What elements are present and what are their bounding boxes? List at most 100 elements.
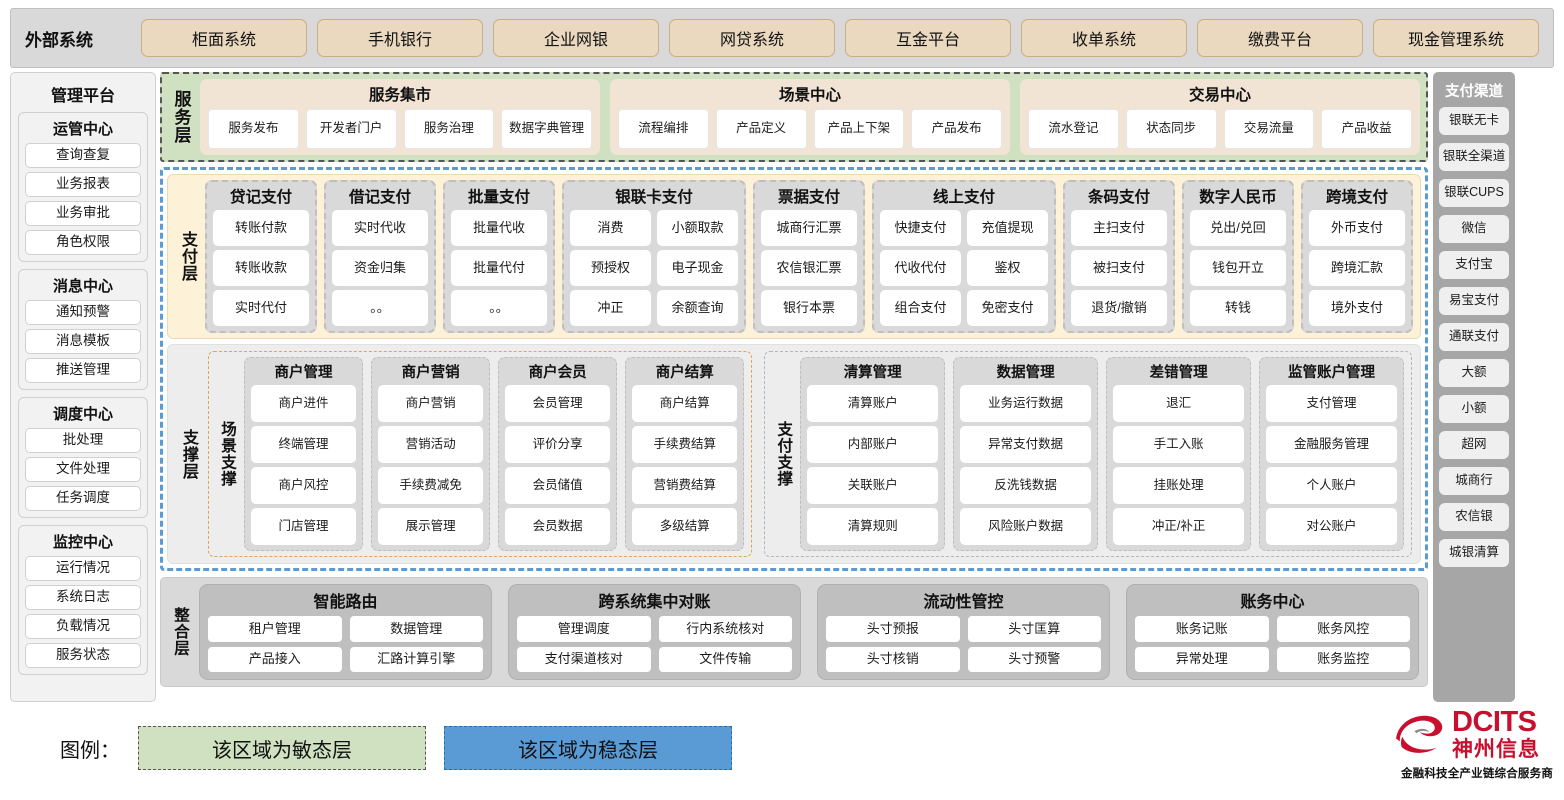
external-system-chip[interactable]: 缴费平台 xyxy=(1197,19,1363,57)
payment-item[interactable]: 余额查询 xyxy=(657,290,738,326)
payment-item[interactable]: 农信银汇票 xyxy=(761,250,857,286)
support-item[interactable]: 终端管理 xyxy=(251,426,357,463)
integration-item[interactable]: 头寸匡算 xyxy=(967,616,1101,642)
support-item[interactable]: 反洗钱数据 xyxy=(960,467,1092,504)
payment-item[interactable]: 。。 xyxy=(332,290,428,326)
integration-item[interactable]: 头寸预报 xyxy=(826,616,960,642)
integration-item[interactable]: 异常处理 xyxy=(1135,646,1269,672)
admin-menu-item[interactable]: 业务报表 xyxy=(25,172,141,197)
payment-item[interactable]: 被扫支付 xyxy=(1071,250,1167,286)
support-item[interactable]: 营销活动 xyxy=(378,426,484,463)
admin-menu-item[interactable]: 消息模板 xyxy=(25,329,141,354)
admin-menu-item[interactable]: 通知预警 xyxy=(25,300,141,325)
payment-item[interactable]: 资金归集 xyxy=(332,250,428,286)
external-system-chip[interactable]: 现金管理系统 xyxy=(1373,19,1539,57)
integration-item[interactable]: 产品接入 xyxy=(208,646,342,672)
integration-item[interactable]: 支付渠道核对 xyxy=(517,646,651,672)
payment-item[interactable]: 电子现金 xyxy=(657,250,738,286)
support-item[interactable]: 评价分享 xyxy=(505,426,611,463)
support-item[interactable]: 展示管理 xyxy=(378,508,484,545)
payment-channel-item[interactable]: 农信银 xyxy=(1439,503,1509,531)
admin-menu-item[interactable]: 角色权限 xyxy=(25,230,141,255)
payment-item[interactable]: 鉴权 xyxy=(967,250,1048,286)
support-item[interactable]: 商户营销 xyxy=(378,385,484,422)
payment-item[interactable]: 城商行汇票 xyxy=(761,210,857,246)
support-item[interactable]: 支付管理 xyxy=(1266,385,1398,422)
payment-item[interactable]: 钱包开立 xyxy=(1190,250,1286,286)
admin-menu-item[interactable]: 任务调度 xyxy=(25,486,141,511)
integration-item[interactable]: 账务记账 xyxy=(1135,616,1269,642)
admin-menu-item[interactable]: 推送管理 xyxy=(25,358,141,383)
admin-menu-item[interactable]: 文件处理 xyxy=(25,457,141,482)
service-item[interactable]: 数据字典管理 xyxy=(501,109,592,149)
support-item[interactable]: 个人账户 xyxy=(1266,467,1398,504)
admin-menu-item[interactable]: 批处理 xyxy=(25,428,141,453)
payment-item[interactable]: 冲正 xyxy=(570,290,651,326)
service-item[interactable]: 产品定义 xyxy=(715,109,807,149)
integration-item[interactable]: 汇路计算引擎 xyxy=(349,646,483,672)
support-item[interactable]: 冲正/补正 xyxy=(1113,508,1245,545)
support-item[interactable]: 业务运行数据 xyxy=(960,385,1092,422)
support-item[interactable]: 清算账户 xyxy=(807,385,939,422)
support-item[interactable]: 营销费结算 xyxy=(632,467,738,504)
payment-item[interactable]: 消费 xyxy=(570,210,651,246)
payment-channel-item[interactable]: 易宝支付 xyxy=(1439,287,1509,315)
payment-channel-item[interactable]: 银联无卡 xyxy=(1439,107,1509,135)
payment-item[interactable]: 组合支付 xyxy=(880,290,961,326)
support-item[interactable]: 退汇 xyxy=(1113,385,1245,422)
payment-item[interactable]: 退货/撤销 xyxy=(1071,290,1167,326)
payment-item[interactable]: 充值提现 xyxy=(967,210,1048,246)
admin-menu-item[interactable]: 服务状态 xyxy=(25,643,141,668)
payment-item[interactable]: 外币支付 xyxy=(1309,210,1405,246)
payment-channel-item[interactable]: 银联全渠道 xyxy=(1439,143,1509,171)
integration-item[interactable]: 文件传输 xyxy=(658,646,792,672)
service-item[interactable]: 服务治理 xyxy=(403,109,495,149)
integration-item[interactable]: 账务监控 xyxy=(1276,646,1410,672)
service-item[interactable]: 交易流量 xyxy=(1223,109,1315,149)
external-system-chip[interactable]: 柜面系统 xyxy=(141,19,307,57)
support-item[interactable]: 关联账户 xyxy=(807,467,939,504)
payment-channel-item[interactable]: 银联CUPS xyxy=(1439,179,1509,207)
payment-channel-item[interactable]: 通联支付 xyxy=(1439,323,1509,351)
admin-menu-item[interactable]: 系统日志 xyxy=(25,585,141,610)
support-item[interactable]: 会员管理 xyxy=(505,385,611,422)
payment-channel-item[interactable]: 支付宝 xyxy=(1439,251,1509,279)
service-item[interactable]: 流水登记 xyxy=(1028,109,1119,149)
payment-item[interactable]: 转账收款 xyxy=(213,250,309,286)
admin-menu-item[interactable]: 业务审批 xyxy=(25,201,141,226)
admin-menu-item[interactable]: 负载情况 xyxy=(25,614,141,639)
support-item[interactable]: 商户结算 xyxy=(632,385,738,422)
external-system-chip[interactable]: 互金平台 xyxy=(845,19,1011,57)
external-system-chip[interactable]: 网贷系统 xyxy=(669,19,835,57)
payment-item[interactable]: 。。 xyxy=(451,290,547,326)
support-item[interactable]: 风险账户数据 xyxy=(960,508,1092,545)
payment-item[interactable]: 银行本票 xyxy=(761,290,857,326)
payment-item[interactable]: 实时代付 xyxy=(213,290,309,326)
payment-item[interactable]: 预授权 xyxy=(570,250,651,286)
support-item[interactable]: 商户进件 xyxy=(251,385,357,422)
payment-item[interactable]: 免密支付 xyxy=(967,290,1048,326)
support-item[interactable]: 异常支付数据 xyxy=(960,426,1092,463)
payment-item[interactable]: 实时代收 xyxy=(332,210,428,246)
support-item[interactable]: 金融服务管理 xyxy=(1266,426,1398,463)
payment-item[interactable]: 境外支付 xyxy=(1309,290,1405,326)
payment-item[interactable]: 快捷支付 xyxy=(880,210,961,246)
payment-item[interactable]: 跨境汇款 xyxy=(1309,250,1405,286)
payment-item[interactable]: 主扫支付 xyxy=(1071,210,1167,246)
admin-menu-item[interactable]: 运行情况 xyxy=(25,556,141,581)
payment-item[interactable]: 兑出/兑回 xyxy=(1190,210,1286,246)
service-item[interactable]: 状态同步 xyxy=(1125,109,1217,149)
payment-channel-item[interactable]: 城银清算 xyxy=(1439,539,1509,567)
integration-item[interactable]: 头寸预警 xyxy=(967,646,1101,672)
support-item[interactable]: 手续费减免 xyxy=(378,467,484,504)
integration-item[interactable]: 头寸核销 xyxy=(826,646,960,672)
external-system-chip[interactable]: 手机银行 xyxy=(317,19,483,57)
admin-menu-item[interactable]: 查询查复 xyxy=(25,143,141,168)
service-item[interactable]: 产品收益 xyxy=(1321,109,1412,149)
integration-item[interactable]: 行内系统核对 xyxy=(658,616,792,642)
support-item[interactable]: 挂账处理 xyxy=(1113,467,1245,504)
payment-channel-item[interactable]: 微信 xyxy=(1439,215,1509,243)
support-item[interactable]: 会员数据 xyxy=(505,508,611,545)
payment-channel-item[interactable]: 大额 xyxy=(1439,359,1509,387)
integration-item[interactable]: 管理调度 xyxy=(517,616,651,642)
